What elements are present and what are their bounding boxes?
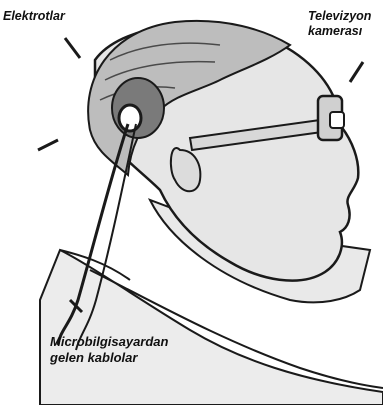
cables-label-line-2: gelen kablolar — [50, 350, 168, 366]
cables-label: Microbilgisayardan gelen kablolar — [50, 334, 168, 366]
camera-lens — [330, 112, 344, 128]
camera-label: Televizyon kamerası — [308, 9, 371, 39]
electrodes-label: Elektrotlar — [3, 9, 65, 24]
electrode-connector — [119, 105, 141, 131]
camera-label-line-2: kamerası — [308, 24, 371, 39]
cables-label-line-1: Microbilgisayardan — [50, 334, 168, 350]
camera-label-line-1: Televizyon — [308, 9, 371, 24]
